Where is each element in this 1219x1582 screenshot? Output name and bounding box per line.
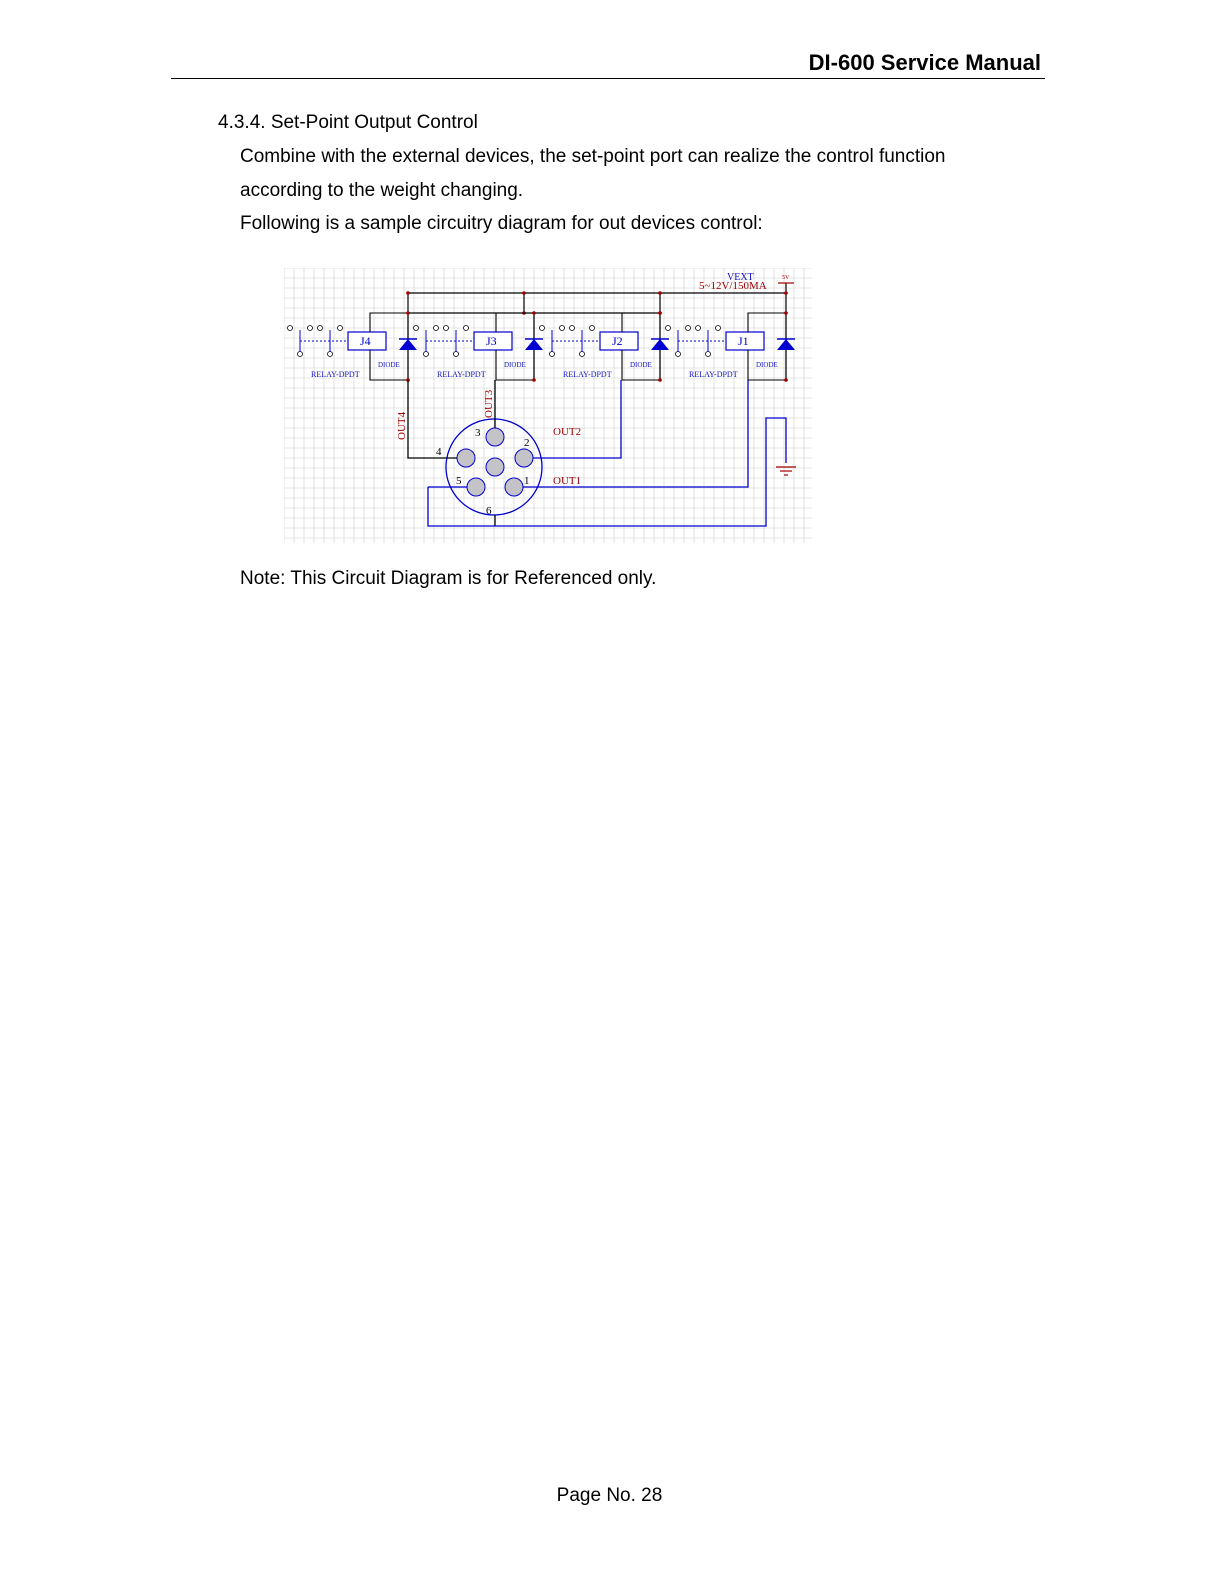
ground-symbol xyxy=(776,466,796,476)
contact-terminal xyxy=(317,325,323,331)
diode-symbol xyxy=(525,339,543,350)
junction-dot xyxy=(406,311,410,315)
relay-type-label: RELAY-DPDT xyxy=(563,370,612,379)
relay-ref-label: J4 xyxy=(360,334,371,348)
contact-terminal xyxy=(549,351,555,357)
junction-dot xyxy=(784,378,788,382)
supply-symbol: 5V xyxy=(778,275,794,284)
out2-label: OUT2 xyxy=(553,426,581,438)
contact-terminal xyxy=(589,325,595,331)
contact-terminal xyxy=(453,351,459,357)
junction-dot xyxy=(532,378,536,382)
contact-terminal xyxy=(715,325,721,331)
junction-dot xyxy=(658,311,662,315)
pin-2-label: 2 xyxy=(524,437,530,449)
junction-dot xyxy=(784,311,788,315)
pin-3-label: 3 xyxy=(475,427,481,439)
diode-symbol xyxy=(399,339,417,350)
pin-center xyxy=(485,457,505,477)
coil-wire xyxy=(747,312,786,332)
relay-type-label: RELAY-DPDT xyxy=(437,370,486,379)
pin-1-label: 1 xyxy=(524,475,530,487)
contact-terminal xyxy=(443,325,449,331)
pin-1 xyxy=(504,477,524,497)
pin-5-label: 5 xyxy=(456,475,462,487)
contact-terminal xyxy=(337,325,343,331)
body-paragraph-line-1: Combine with the external devices, the s… xyxy=(240,146,946,167)
body-paragraph-line-3: Following is a sample circuitry diagram … xyxy=(240,213,763,234)
coil-wire xyxy=(369,312,408,332)
supply-tag: 5V xyxy=(782,275,790,281)
diode-label: DIODE xyxy=(378,361,400,369)
coil-wire xyxy=(621,312,660,332)
diode-label: DIODE xyxy=(756,361,778,369)
contact-terminal xyxy=(463,325,469,331)
contact-terminal xyxy=(413,325,419,331)
contact-terminal xyxy=(695,325,701,331)
junction-dot xyxy=(658,378,662,382)
out1-label: OUT1 xyxy=(553,475,581,487)
contact-terminal xyxy=(297,351,303,357)
contact-terminal xyxy=(287,325,293,331)
pin-5 xyxy=(466,477,486,497)
relay-ref-label: J1 xyxy=(738,334,749,348)
page-number: Page No. 28 xyxy=(556,1485,663,1506)
relay-ref-label: J2 xyxy=(612,334,623,348)
out3-label: OUT3 xyxy=(483,389,495,418)
contact-terminal xyxy=(579,351,585,357)
contact-terminal xyxy=(327,351,333,357)
contact-terminal xyxy=(307,325,313,331)
contact-terminal xyxy=(569,325,575,331)
output-wires xyxy=(407,380,787,527)
body-paragraph-line-2: according to the weight changing. xyxy=(240,180,524,201)
pin-3 xyxy=(485,427,505,447)
pin-4-label: 4 xyxy=(436,446,442,458)
relay-type-label: RELAY-DPDT xyxy=(311,370,360,379)
junction-dots xyxy=(406,291,788,315)
contact-terminal xyxy=(685,325,691,331)
out4-label: OUT4 xyxy=(396,411,408,440)
relay-coil xyxy=(725,331,765,351)
grid-background xyxy=(284,268,812,543)
diode-label: DIODE xyxy=(630,361,652,369)
coil-wire xyxy=(495,312,534,332)
diode-symbol xyxy=(777,339,795,350)
contact-terminal xyxy=(423,351,429,357)
vext-label: VEXT xyxy=(727,272,754,283)
diode-label: DIODE xyxy=(504,361,526,369)
pin-2 xyxy=(514,448,534,468)
circuit-diagram: 5V VEXT 5~12V/150MA J4DIODERELAY-DPDTJ3D… xyxy=(284,268,812,543)
relay-group: J4DIODERELAY-DPDTJ3DIODERELAY-DPDTJ2DIOD… xyxy=(287,311,795,382)
junction-dot xyxy=(532,311,536,315)
contact-terminal xyxy=(539,325,545,331)
connector: 3 2 4 5 1 6 xyxy=(436,418,543,517)
contact-terminal xyxy=(665,325,671,331)
pin-6-label: 6 xyxy=(486,505,492,517)
contact-terminal xyxy=(559,325,565,331)
coil-wire xyxy=(495,350,534,381)
contact-terminal xyxy=(433,325,439,331)
relay-coil xyxy=(473,331,513,351)
relay-type-label: RELAY-DPDT xyxy=(689,370,738,379)
document-title: DI-600 Service Manual xyxy=(808,50,1041,75)
relay-coil xyxy=(599,331,639,351)
relay-ref-label: J3 xyxy=(486,334,497,348)
diode-symbol xyxy=(651,339,669,350)
pin-4 xyxy=(456,448,476,468)
relay-coil xyxy=(347,331,387,351)
coil-wire xyxy=(369,350,408,381)
contact-terminal xyxy=(675,351,681,357)
note-text: Note: This Circuit Diagram is for Refere… xyxy=(240,568,657,589)
coil-wire xyxy=(621,350,660,381)
contact-terminal xyxy=(705,351,711,357)
section-heading: 4.3.4. Set-Point Output Control xyxy=(218,112,478,133)
page-header: DI-600 Service Manual xyxy=(171,48,1045,79)
supply-label: 5~12V/150MA xyxy=(699,280,767,292)
